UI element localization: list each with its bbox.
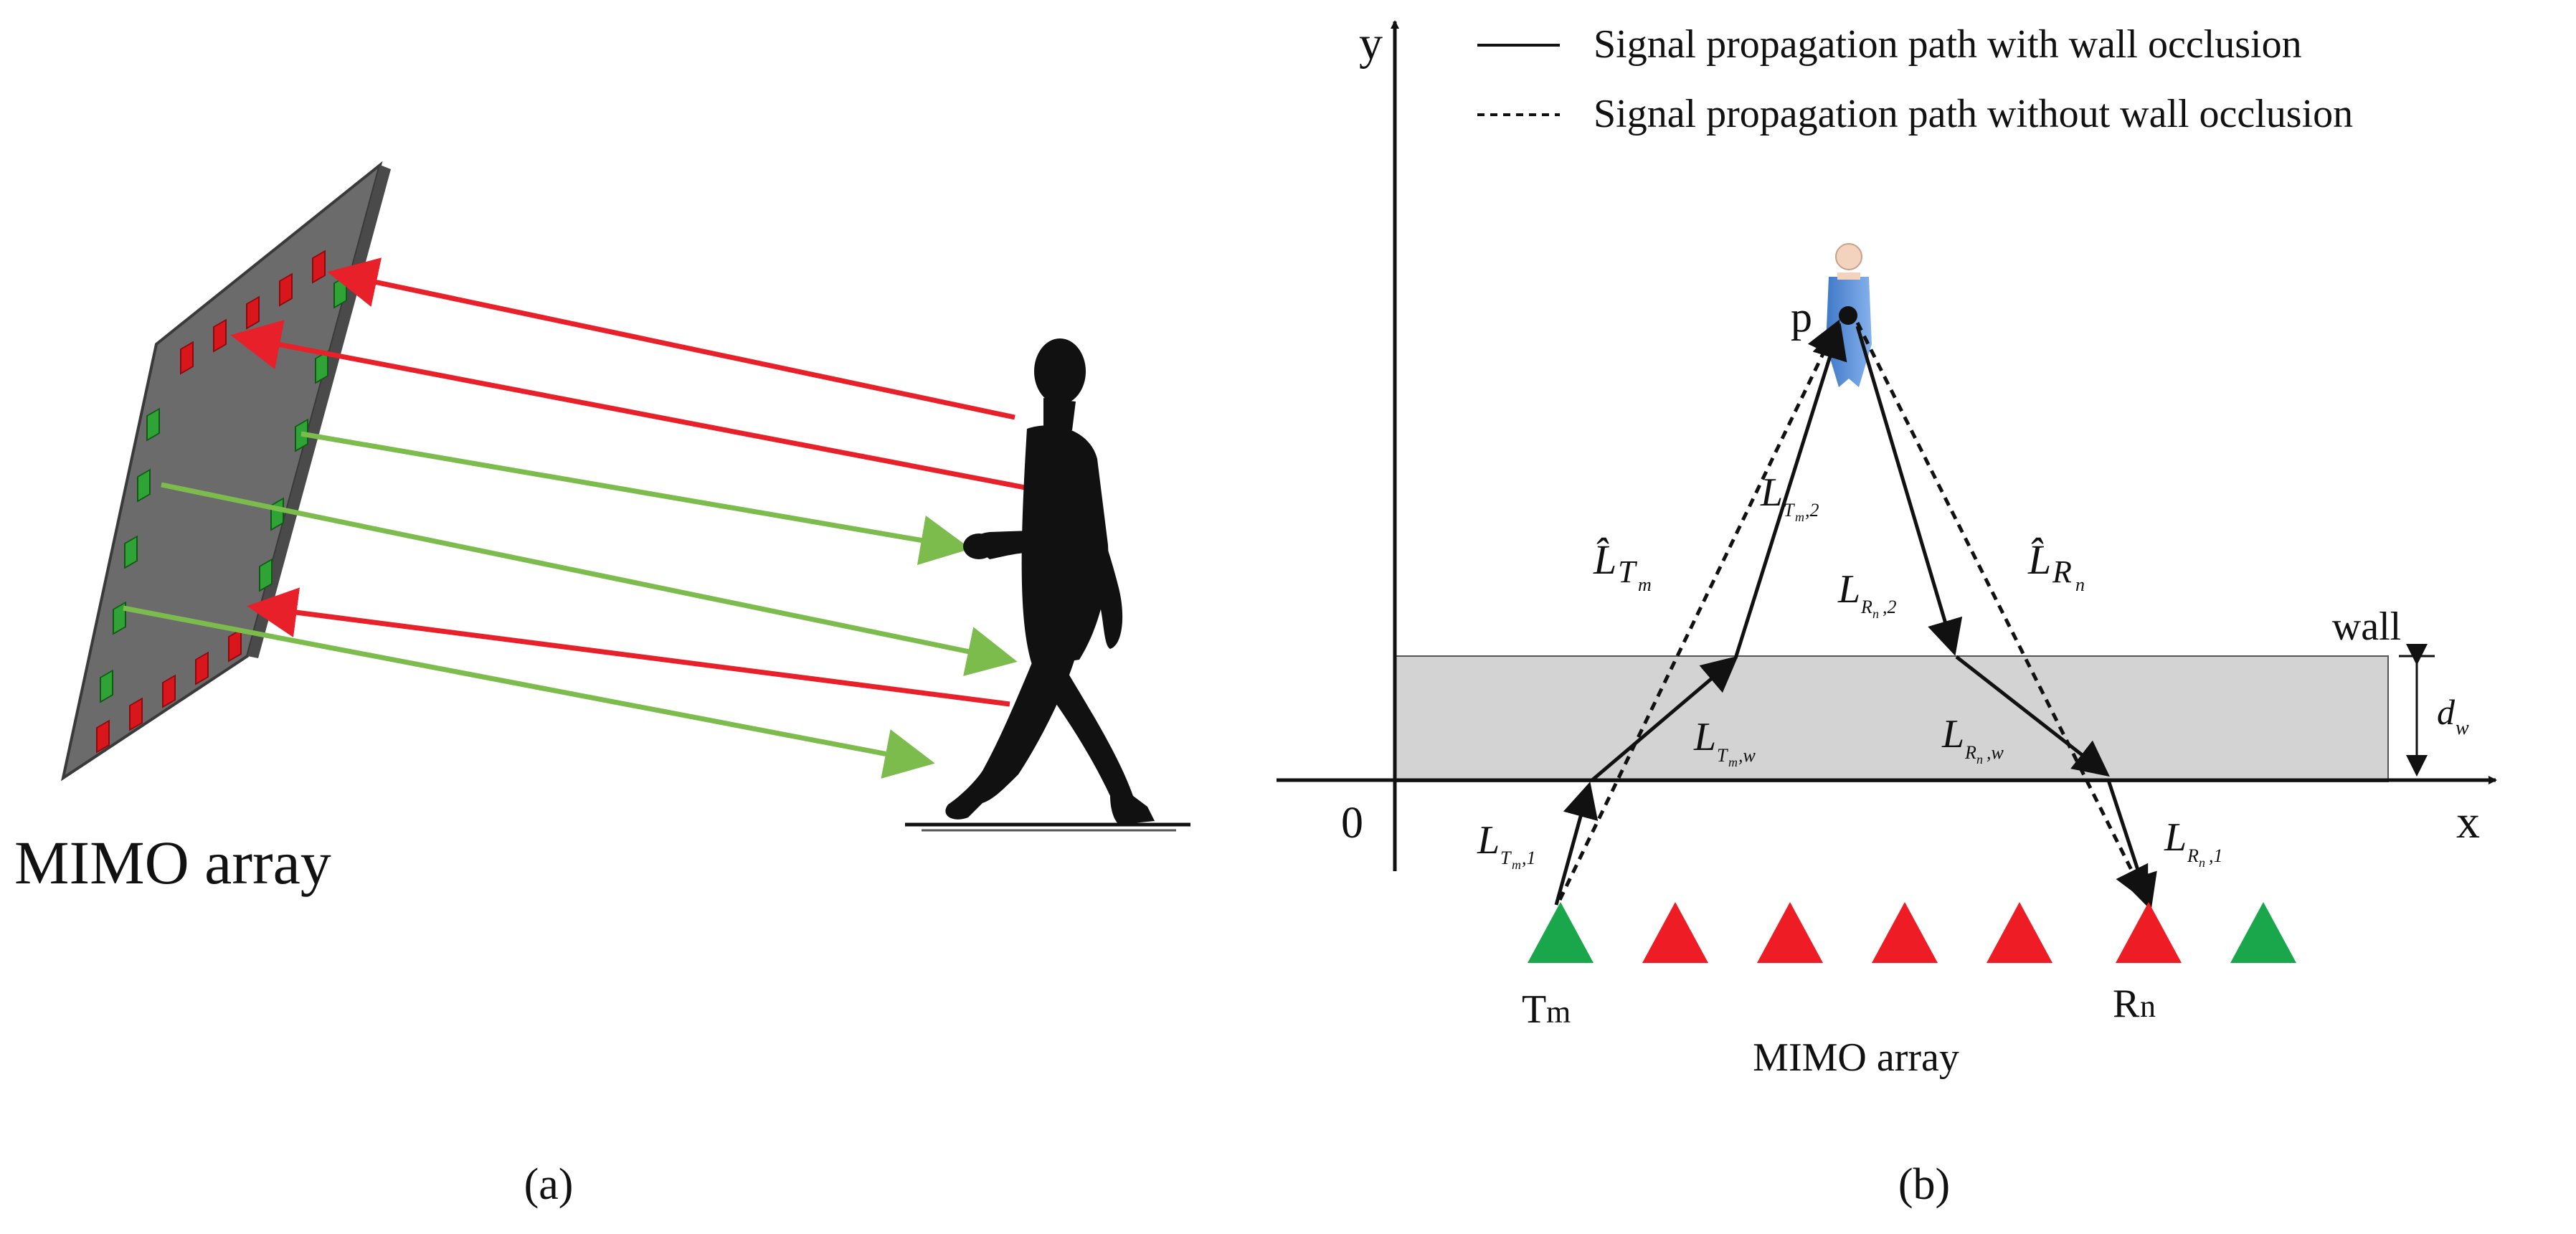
- svg-text:L̂: L̂: [2027, 536, 2051, 583]
- label-L-Tm-2: L T m ,2: [1760, 470, 1819, 524]
- receiver-label: R n: [2113, 982, 2156, 1026]
- svg-text:m: m: [1546, 995, 1571, 1030]
- svg-text:L: L: [2164, 815, 2187, 860]
- svg-text:L̂: L̂: [1593, 536, 1616, 583]
- path-tm-1: [1554, 782, 1599, 906]
- path-rn-1: [2106, 779, 2157, 911]
- target-point: [1839, 306, 1857, 325]
- x-axis-label: x: [2456, 796, 2480, 848]
- label-L-Rn-1: L R n ,1: [2164, 815, 2223, 870]
- svg-text:L: L: [1837, 567, 1860, 612]
- svg-text:T: T: [1717, 745, 1728, 766]
- svg-text:,2: ,2: [1883, 597, 1897, 617]
- svg-text:R: R: [2187, 845, 2199, 866]
- incident-arrow-1: [300, 431, 971, 566]
- label-Lhat-Tm: L̂ T m: [1593, 536, 1652, 595]
- svg-text:n: n: [2199, 855, 2205, 870]
- path-tm-2: [1733, 323, 1847, 659]
- svg-text:L: L: [1477, 818, 1500, 863]
- panel-a-array-label: MIMO array: [14, 828, 331, 897]
- target-label: p: [1791, 293, 1812, 341]
- transmitter-antenna: [2230, 902, 2296, 963]
- receiver-rn: [2116, 902, 2182, 963]
- dashed-paths: [1558, 319, 2149, 903]
- label-L-Tm-1: L T m ,1: [1477, 818, 1536, 872]
- reflected-arrow-3: [247, 587, 1010, 707]
- incident-arrow-3: [123, 605, 935, 779]
- incident-arrow-2: [161, 482, 1018, 676]
- path-rn-w: [1955, 655, 2110, 777]
- wall-label: wall: [2332, 604, 2401, 649]
- svg-text:R: R: [1964, 742, 1976, 763]
- antenna-array: [1528, 902, 2296, 963]
- svg-text:,1: ,1: [1522, 848, 1536, 868]
- receiver-antenna: [1642, 902, 1708, 963]
- legend-solid-text: Signal propagation path with wall occlus…: [1594, 22, 2302, 67]
- panel-a: MIMO array (a): [14, 161, 1190, 1209]
- svg-text:,w: ,w: [1738, 745, 1756, 766]
- transmitter-tm: [1528, 902, 1594, 963]
- wall: [1394, 655, 2389, 782]
- receiver-antenna: [1757, 902, 1823, 963]
- svg-text:n: n: [2075, 574, 2085, 595]
- left-column-elements: [100, 407, 160, 703]
- path-tm-direct: [1558, 319, 1840, 901]
- svg-text:L: L: [1693, 715, 1716, 759]
- svg-text:,2: ,2: [1805, 500, 1819, 521]
- panel-b-array-label: MIMO array: [1753, 1035, 1959, 1080]
- solid-paths: [1554, 323, 2157, 911]
- wall-thickness-label: d w: [2437, 692, 2469, 739]
- svg-text:n: n: [1872, 607, 1879, 621]
- panel-b: Signal propagation path with wall occlus…: [1277, 17, 2497, 1209]
- svg-text:d: d: [2437, 692, 2456, 732]
- bottom-row-elements: [96, 628, 242, 754]
- y-axis-label: y: [1359, 17, 1383, 70]
- label-L-Rn-w: L R n ,w: [1941, 712, 2004, 766]
- svg-text:w: w: [2456, 717, 2469, 739]
- panel-b-caption: (b): [1898, 1160, 1950, 1209]
- svg-text:,w: ,w: [1987, 742, 2004, 763]
- walking-person-silhouette: [945, 338, 1155, 825]
- svg-text:T: T: [1618, 554, 1638, 589]
- label-Lhat-Rn: L̂ R n: [2027, 536, 2085, 595]
- reflected-arrow-2: [230, 320, 1033, 492]
- transmitter-label: T m: [1522, 987, 1571, 1032]
- label-L-Tm-w: L T m ,w: [1693, 715, 1756, 769]
- svg-text:L: L: [1941, 712, 1964, 756]
- svg-text:n: n: [1976, 752, 1983, 766]
- svg-text:T: T: [1500, 848, 1512, 868]
- svg-text:m: m: [1638, 574, 1652, 595]
- path-rn-2: [1855, 326, 1963, 656]
- reflected-arrow-1: [327, 257, 1015, 420]
- svg-text:R: R: [1860, 597, 1872, 617]
- svg-text:,1: ,1: [2209, 845, 2223, 866]
- svg-text:n: n: [2140, 989, 2156, 1024]
- svg-text:m: m: [1512, 858, 1521, 872]
- svg-text:m: m: [1728, 755, 1738, 769]
- svg-text:m: m: [1795, 510, 1804, 524]
- svg-text:R: R: [2052, 554, 2072, 589]
- label-L-Rn-2: L R n ,2: [1837, 567, 1897, 621]
- path-rn-direct: [1855, 321, 2149, 903]
- legend-dashed-text: Signal propagation path without wall occ…: [1594, 92, 2353, 136]
- receiver-antenna: [1987, 902, 2052, 963]
- svg-text:T: T: [1522, 987, 1546, 1032]
- svg-text:T: T: [1784, 500, 1795, 521]
- signal-arrows: [123, 257, 1033, 779]
- receiver-antenna: [1872, 902, 1938, 963]
- svg-text:R: R: [2113, 982, 2140, 1026]
- origin-label: 0: [1341, 799, 1363, 848]
- path-tm-w: [1591, 655, 1738, 782]
- svg-text:L: L: [1760, 470, 1783, 515]
- panel-a-caption: (a): [524, 1160, 574, 1209]
